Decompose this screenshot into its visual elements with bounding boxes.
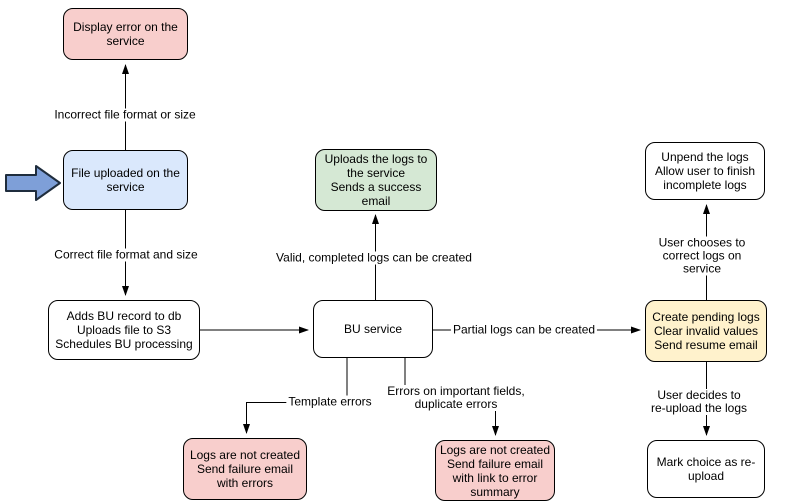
node-unpend-logs: Unpend the logs Allow user to finish inc…: [645, 142, 765, 200]
node-display-error: Display error on the service: [63, 8, 188, 60]
edge-label-errors-fields: Errors on important fields, duplicate er…: [385, 384, 527, 411]
node-uploads-logs: Uploads the logs to the service Sends a …: [315, 149, 437, 211]
edge-label-correct-format: Correct file format and size: [52, 247, 200, 262]
node-bu-service: BU service: [313, 300, 433, 358]
node-create-pending: Create pending logs Clear invalid values…: [645, 300, 767, 362]
edge-label-user-chooses: User chooses to correct logs on service: [652, 236, 752, 276]
node-mark-choice-reupload: Mark choice as re- upload: [647, 440, 765, 498]
node-adds-bu-record: Adds BU record to db Uploads file to S3 …: [48, 300, 200, 360]
edge-label-user-decides: User decides to re-upload the logs: [648, 389, 750, 415]
node-file-uploaded: File uploaded on the service: [63, 150, 188, 210]
edge-label-incorrect-format: Incorrect file format or size: [52, 107, 198, 122]
input-arrow-icon: [5, 165, 61, 201]
node-logs-failure-errors: Logs are not created Send failure email …: [183, 438, 307, 500]
edge-label-template-errors: Template errors: [286, 394, 374, 409]
node-logs-failure-summary: Logs are not created Send failure email …: [435, 440, 555, 501]
edge-label-partial-logs: Partial logs can be created: [450, 322, 598, 337]
edge-label-valid-logs: Valid, completed logs can be created: [274, 250, 474, 265]
